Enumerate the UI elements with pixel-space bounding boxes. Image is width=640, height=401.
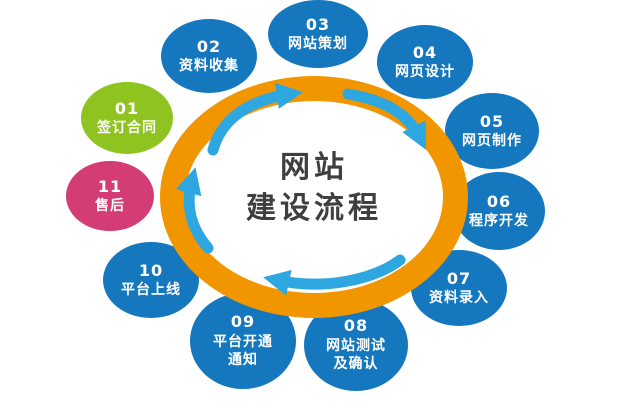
step-number: 05 (479, 111, 505, 131)
step-number: 04 (412, 42, 438, 62)
step-number: 09 (230, 312, 256, 332)
step-bubble-05-page-production: 05 网页制作 (445, 93, 539, 169)
step-label: 资料收集 (179, 58, 239, 75)
step-number: 11 (97, 176, 123, 196)
step-bubble-01-sign-contract: 01 签订合同 (81, 82, 173, 154)
step-number: 08 (343, 316, 369, 336)
step-number: 02 (196, 36, 222, 56)
step-label: 程序开发 (469, 213, 529, 230)
step-label: 签订合同 (97, 120, 157, 137)
step-label: 资料录入 (429, 290, 489, 307)
step-number: 10 (138, 260, 164, 280)
step-number: 01 (114, 98, 140, 118)
process-ring (160, 76, 468, 318)
step-bubble-02-collect-materials: 02 资料收集 (161, 19, 257, 93)
step-number: 06 (486, 191, 512, 211)
step-label: 售后 (95, 198, 125, 215)
step-bubble-11-after-sales: 11 售后 (66, 161, 154, 231)
step-label: 平台上线 (121, 282, 181, 299)
step-bubble-04-web-design: 04 网页设计 (377, 25, 473, 99)
step-label: 平台开通 (213, 334, 273, 351)
step-bubble-08-testing-confirmation: 08 网站测试 及确认 (304, 299, 408, 391)
step-number: 03 (305, 14, 331, 34)
step-label: 及确认 (333, 356, 379, 373)
step-label: 网页制作 (462, 133, 522, 150)
step-bubble-06-program-development: 06 程序开发 (453, 172, 545, 250)
step-bubble-03-site-planning: 03 网站策划 (268, 0, 368, 68)
step-number: 07 (446, 268, 472, 288)
step-label: 网站策划 (288, 36, 348, 53)
step-label: 网站测试 (326, 338, 386, 355)
step-label: 网页设计 (395, 64, 455, 81)
step-label: 通知 (228, 352, 258, 369)
